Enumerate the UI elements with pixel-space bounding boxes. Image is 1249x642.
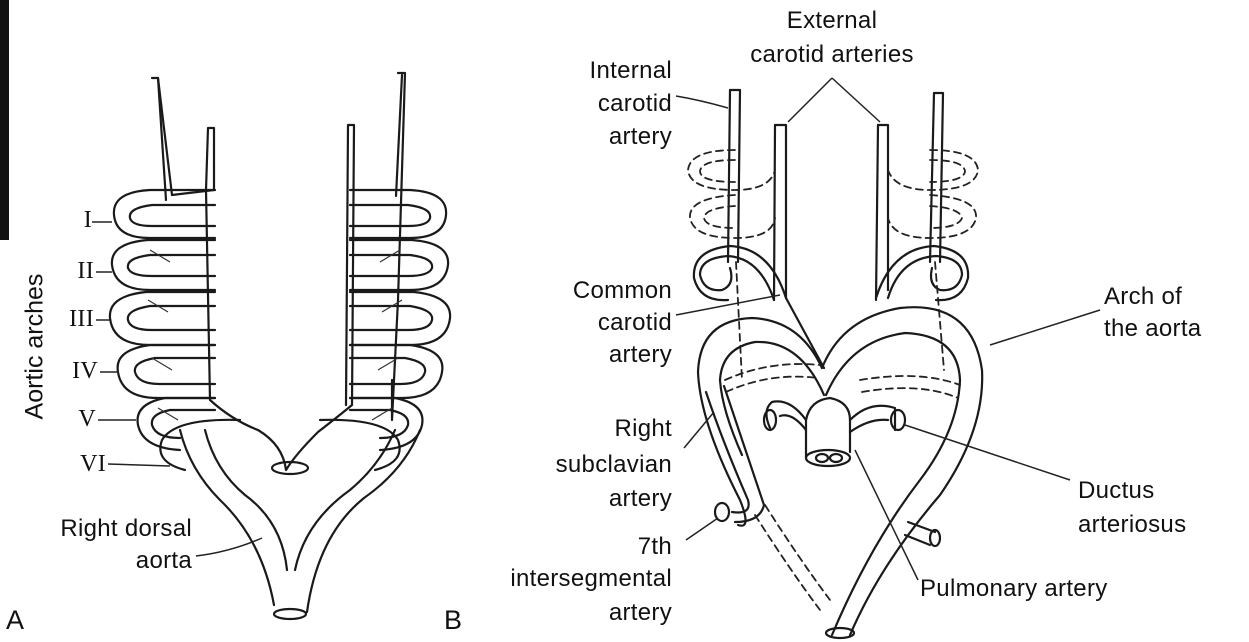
arch-label-ii: II (60, 257, 94, 286)
left-aortic-arches (110, 190, 240, 470)
seventh-intersegmental-label-2: intersegmental (460, 564, 672, 593)
external-carotid-label-1: External (712, 6, 952, 35)
internal-carotid-label-1: Internal (520, 56, 672, 85)
left-dorsal-aorta (152, 78, 354, 470)
common-carotid-label-1: Common (500, 276, 672, 305)
ductus-arteriosus-label-1: Ductus (1078, 476, 1238, 505)
right-dorsal-aorta-label-1: Right dorsal (10, 514, 192, 543)
right-external-carotid (775, 125, 824, 368)
common-carotid-label-2: carotid (500, 308, 672, 337)
right-subclavian-artery (706, 392, 749, 513)
arch-of-aorta-inner (720, 342, 824, 455)
panel-label-b: B (444, 606, 462, 635)
right-subclavian-label-2: subclavian (500, 450, 672, 479)
common-carotid-label-3: artery (500, 340, 672, 369)
pulmonary-artery-label: Pulmonary artery (920, 574, 1180, 603)
dorsal-aorta-end-opening (274, 609, 306, 619)
panel-label-a: A (6, 606, 24, 635)
ductus-arteriosus (850, 406, 895, 432)
right-subclavian-label-1: Right (500, 414, 672, 443)
arch-label-v: V (60, 405, 96, 434)
arch-label-iii: III (56, 305, 94, 334)
regressed-arch-right-lower (690, 195, 775, 238)
right-internal-carotid (730, 90, 740, 262)
left-internal-carotid (934, 93, 943, 262)
left-carotid-loop (888, 256, 962, 298)
arch-label-iv: IV (56, 357, 98, 386)
arch-label-i: I (60, 206, 92, 235)
ductus-arteriosus-label-2: arteriosus (1078, 510, 1238, 539)
descending-aorta-right-wall (307, 430, 420, 612)
arch-label-vi: VI (60, 450, 106, 479)
descending-aorta-left-wall (180, 430, 274, 605)
external-carotid-label-2: carotid arteries (712, 40, 952, 69)
seventh-intersegmental-label-1: 7th (480, 532, 672, 561)
aortic-arches-label: Aortic arches (21, 272, 50, 422)
right-subclavian-label-3: artery (500, 484, 672, 513)
right-dorsal-aorta-label-2: aorta (10, 546, 192, 575)
figure-a-leader-lines (92, 222, 262, 556)
right-pulmonary-artery (766, 401, 806, 430)
arch-of-aorta-label-2: the aorta (1104, 314, 1244, 343)
descending-aorta-inner-left (205, 430, 287, 570)
right-aortic-arches (320, 190, 450, 470)
arch-of-aorta-label-1: Arch of (1104, 282, 1244, 311)
internal-carotid-label-3: artery (520, 122, 672, 151)
seventh-intersegmental-label-3: artery (480, 598, 672, 627)
internal-carotid-label-2: carotid (520, 89, 672, 118)
figure-b-vessels (676, 78, 1100, 638)
left-external-carotid (878, 125, 888, 290)
